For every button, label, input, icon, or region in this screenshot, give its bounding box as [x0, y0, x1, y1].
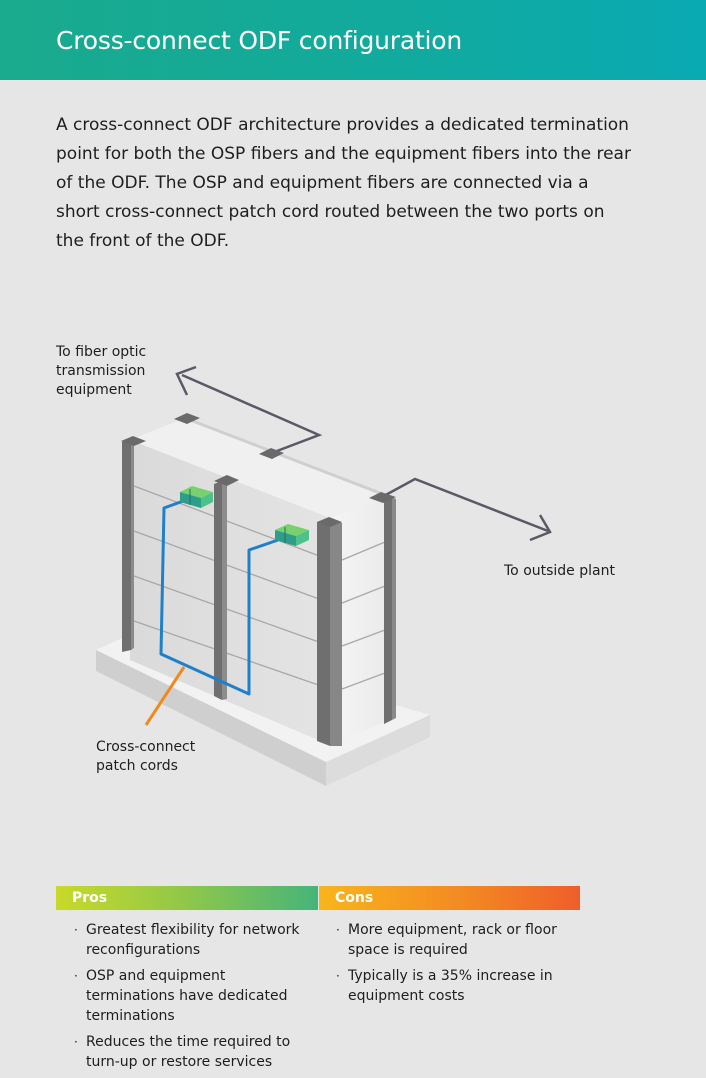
pros-header: Pros: [56, 886, 318, 910]
odf-cabinet: [130, 416, 386, 745]
cons-header: Cons: [318, 886, 580, 910]
pros-item: ·OSP and equipment terminations have ded…: [74, 968, 288, 1024]
equipment-fiber-arrowhead: [175, 365, 197, 396]
outside-plant-fiber-arrowhead: [529, 514, 552, 542]
rear-post-cap: [259, 448, 284, 459]
cons-list: ·More equipment, rack or floor space is …: [318, 910, 580, 1078]
patch-cord-leader-line: [144, 666, 186, 726]
header-banner: Cross-connect ODF configuration: [0, 0, 706, 80]
odf-diagram: [96, 365, 552, 786]
pros-item: ·Reduces the time required to turn-up or…: [74, 1034, 291, 1070]
rear-post-cap: [174, 413, 200, 424]
rack-post-left: [121, 436, 146, 652]
rack-post-right: [317, 517, 342, 746]
cons-item: ·Typically is a 35% increase in equipmen…: [336, 968, 553, 1004]
label-patch-cords: Cross-connect patch cords: [96, 739, 196, 774]
pros-cons-table: Pros Cons ·Greatest flexibility for netw…: [56, 886, 580, 1078]
label-equipment: To fiber optic transmission equipment: [56, 344, 147, 398]
connector-port-upper: [180, 486, 213, 508]
cross-connect-patch-cord: [159, 498, 279, 696]
pros-list: ·Greatest flexibility for network reconf…: [56, 910, 318, 1078]
cons-item: ·More equipment, rack or floor space is …: [336, 922, 557, 958]
equipment-fiber-line: [181, 373, 323, 456]
outside-plant-fiber-line: [381, 477, 549, 533]
intro-paragraph: A cross-connect ODF architecture provide…: [56, 115, 631, 251]
rack-post-rear-right: [369, 492, 396, 724]
page-title: Cross-connect ODF configuration: [56, 26, 463, 55]
label-outside-plant: To outside plant: [504, 563, 615, 579]
rack-post-middle: [214, 475, 239, 700]
pros-item: ·Greatest flexibility for network reconf…: [74, 922, 300, 958]
connector-port-lower: [275, 524, 309, 546]
